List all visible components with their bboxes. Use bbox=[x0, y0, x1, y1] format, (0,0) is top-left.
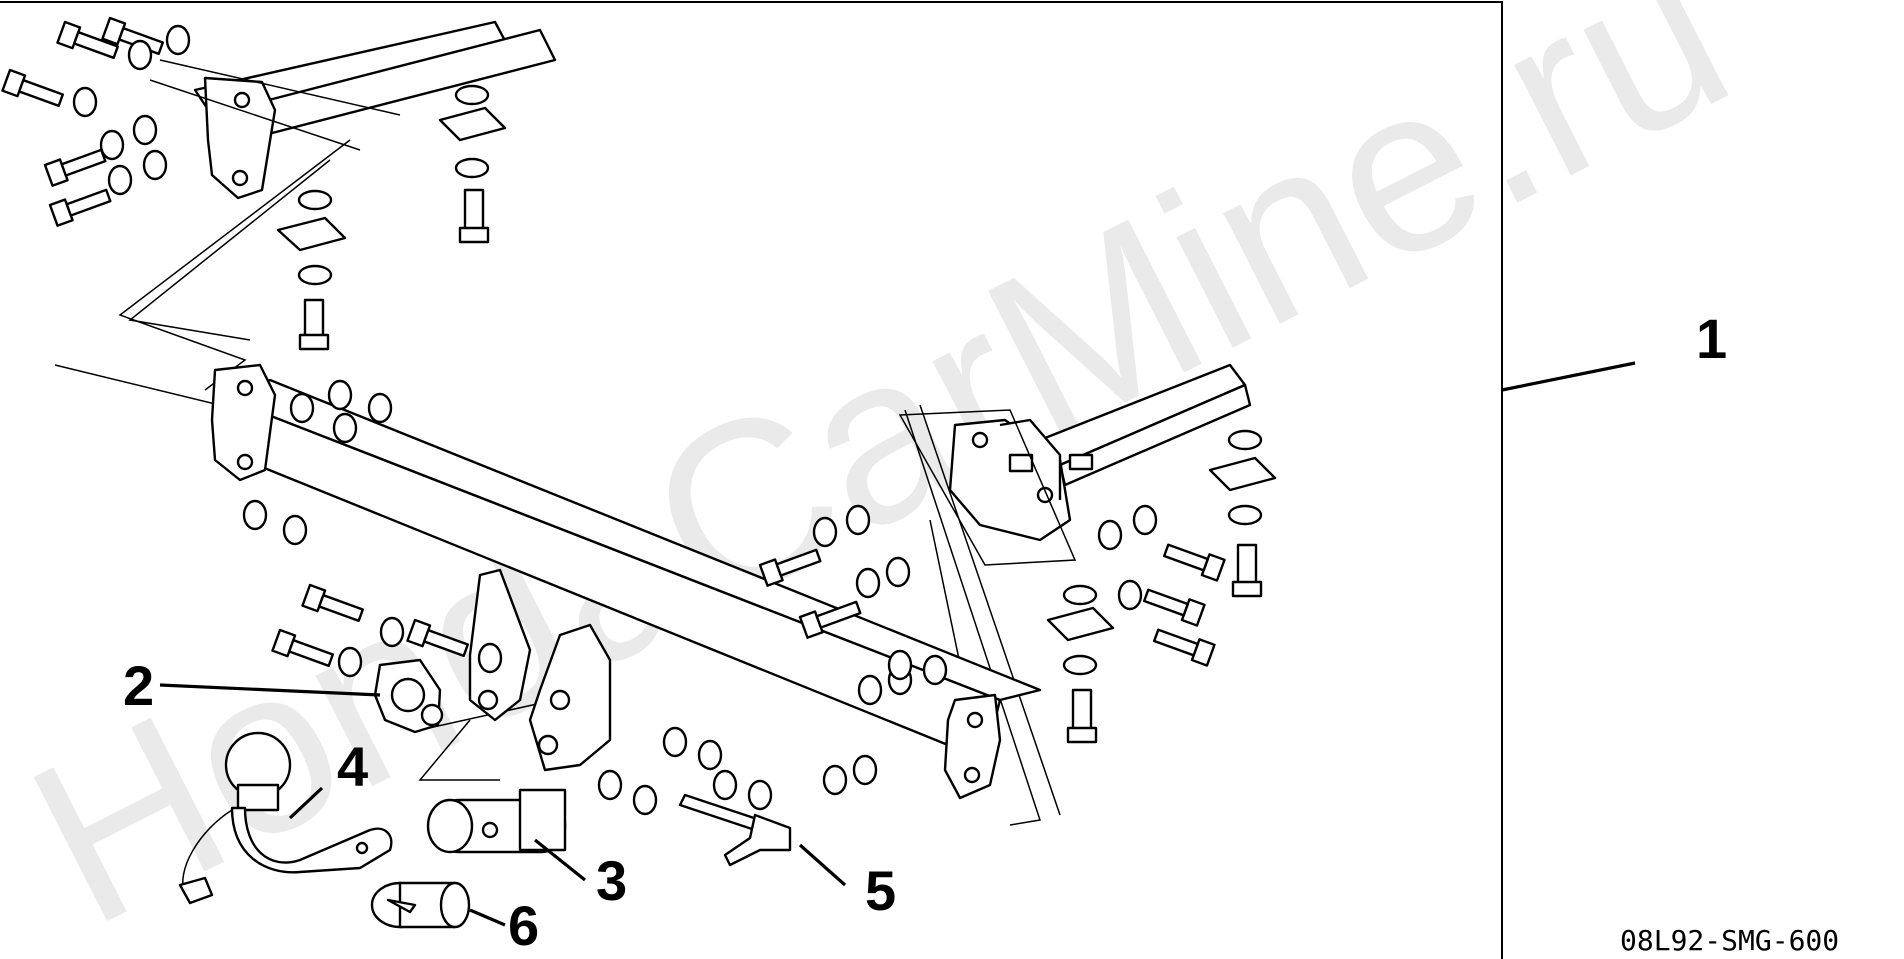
callout-1: 1 bbox=[1696, 307, 1727, 370]
leader-line-6 bbox=[469, 908, 506, 927]
callout-2: 2 bbox=[123, 654, 154, 717]
locking-pin-part-5 bbox=[678, 793, 792, 867]
bracket-bolts bbox=[271, 583, 773, 816]
ball-receiver-part-3 bbox=[426, 788, 567, 854]
vertical-bolt-stack-right-outer bbox=[1208, 429, 1277, 598]
left-end-fasteners bbox=[242, 379, 393, 546]
callout-5: 5 bbox=[865, 859, 896, 922]
diagram-frame bbox=[0, 1, 1503, 959]
leader-line-4 bbox=[288, 786, 324, 820]
right-side-fasteners bbox=[758, 504, 1226, 796]
tow-ball-part-4 bbox=[178, 731, 393, 905]
right-mounting-rail bbox=[898, 363, 1252, 566]
upper-left-fasteners bbox=[1, 16, 191, 227]
vertical-bolt-stack-left bbox=[276, 189, 347, 351]
socket-plate-part-2 bbox=[373, 658, 444, 734]
leader-line-1 bbox=[1501, 361, 1636, 392]
ball-mount-bracket bbox=[418, 568, 612, 781]
vertical-bolt-stack-right-inner bbox=[1046, 584, 1115, 744]
left-mounting-rail bbox=[193, 20, 557, 200]
lock-cylinder-part-6 bbox=[370, 881, 471, 929]
leader-line-5 bbox=[798, 843, 847, 887]
callout-6: 6 bbox=[508, 894, 539, 957]
leader-line-2 bbox=[159, 683, 381, 697]
vertical-bolt-stack-upper-right bbox=[438, 84, 507, 244]
callout-3: 3 bbox=[596, 849, 627, 912]
part-code-label: 08L92-SMG-600 bbox=[1620, 924, 1839, 957]
leader-line-3 bbox=[534, 838, 586, 882]
callout-4: 4 bbox=[337, 735, 368, 798]
